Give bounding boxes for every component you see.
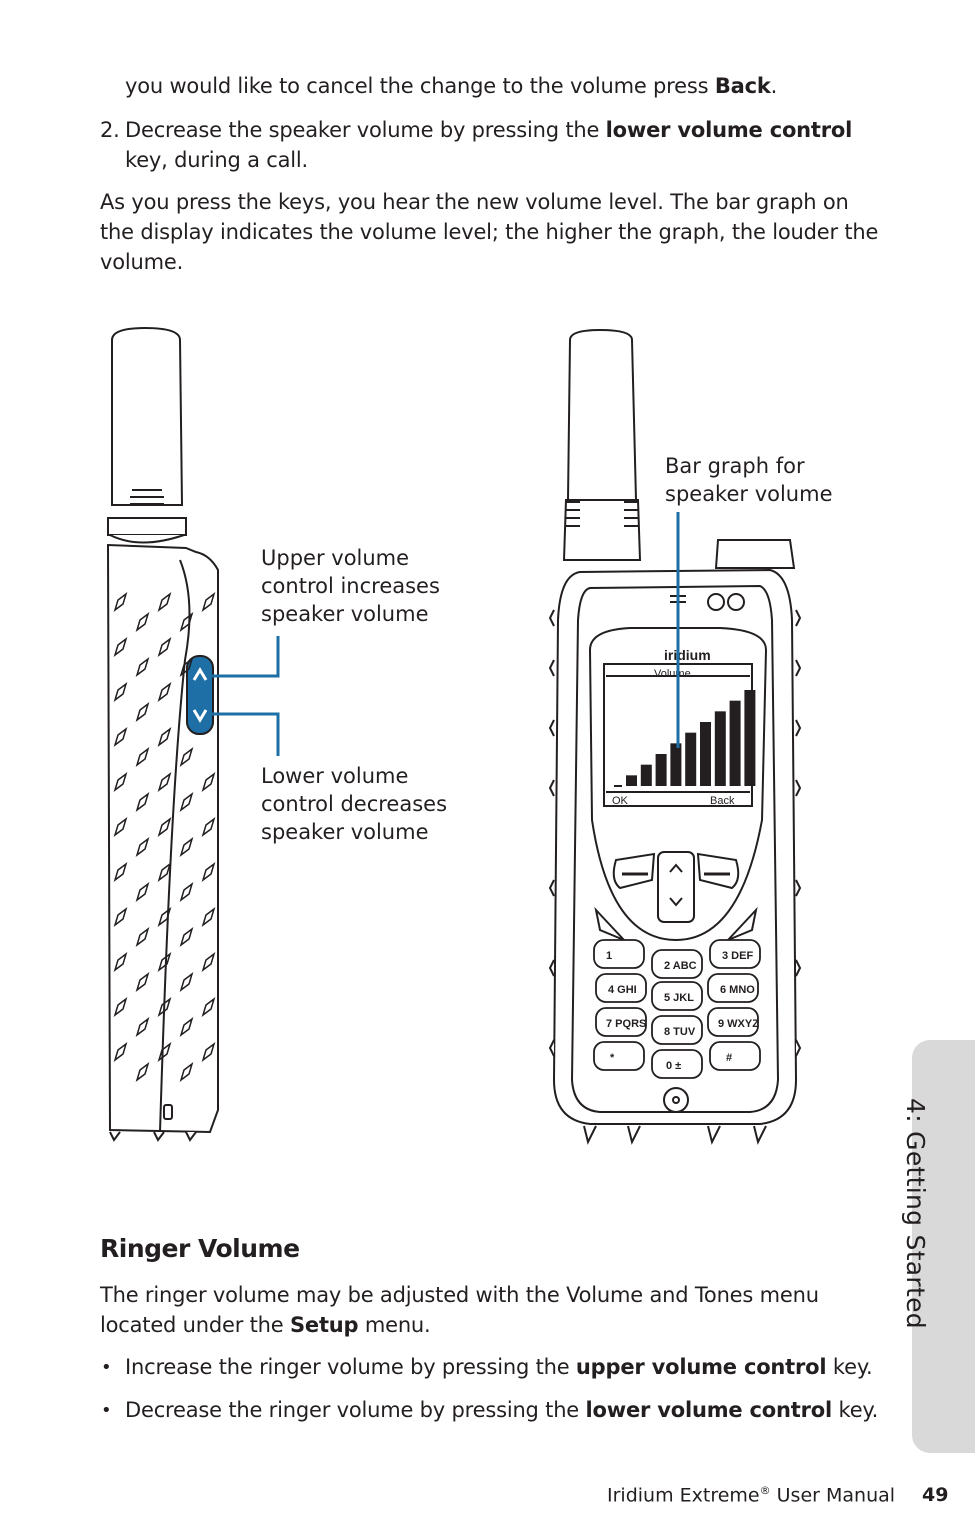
callout-lower-volume: Lower volume control decreases speaker v… [261, 764, 448, 844]
callout-upper-volume: Upper volume control increases speaker v… [261, 546, 440, 626]
page-number: 49 [922, 1484, 949, 1506]
key-6: 6 MNO [720, 984, 755, 996]
continued-line: you would like to cancel the change to t… [125, 74, 778, 98]
list-item-number: 2. [100, 118, 120, 142]
volume-bar-2 [640, 764, 652, 786]
screen-brand: iridium [664, 647, 711, 663]
screen-back: Back [710, 795, 735, 807]
key-5: 5 JKL [664, 992, 694, 1004]
volume-bar-1 [626, 775, 637, 786]
key-7: 7 PQRS [606, 1018, 646, 1030]
key-1: 1 [606, 950, 612, 962]
paragraph-line: volume. [100, 250, 184, 274]
footer-title: Iridium Extreme® User Manual [607, 1484, 896, 1507]
volume-bar-graph [614, 690, 756, 787]
key-3: 3 DEF [722, 950, 753, 962]
key-2: 2 ABC [664, 960, 697, 972]
key-9: 9 WXYZ [718, 1018, 759, 1030]
callout-bar-graph: Bar graph for speaker volume [665, 454, 833, 506]
bullet-glyph: • [101, 1400, 112, 1421]
phone-side-view-illustration [106, 326, 219, 1142]
list-item: Increase the ringer volume by pressing t… [125, 1355, 873, 1379]
key-star: * [610, 1052, 615, 1064]
callout-leader-lines [208, 636, 280, 756]
paragraph-line: the display indicates the volume level; … [100, 220, 879, 244]
paragraph-line: The ringer volume may be adjusted with t… [100, 1283, 819, 1307]
list-item-2: Decrease the speaker volume by pressing … [125, 118, 853, 142]
chapter-tab-label: 4: Getting Started [901, 1098, 930, 1329]
volume-bar-4 [670, 743, 682, 786]
list-item-2-cont: key, during a call. [125, 148, 309, 172]
paragraph-line: located under the Setup menu. [100, 1313, 431, 1337]
volume-bar-9 [744, 690, 756, 786]
paragraph-line: As you press the keys, you hear the new … [100, 190, 849, 214]
chapter-tab [912, 1040, 975, 1453]
volume-bar-8 [729, 700, 741, 786]
volume-bar-7 [714, 711, 726, 786]
key-4: 4 GHI [608, 984, 637, 996]
bullet-glyph: • [101, 1357, 112, 1378]
volume-bar-6 [700, 722, 711, 786]
key-8: 8 TUV [664, 1026, 696, 1038]
volume-bar-5 [685, 732, 697, 786]
list-item: Decrease the ringer volume by pressing t… [125, 1398, 879, 1422]
screen-title: Volume [654, 668, 691, 680]
section-heading: Ringer Volume [100, 1234, 300, 1263]
key-0: 0 ± [666, 1060, 681, 1072]
key-hash: # [726, 1052, 732, 1064]
phone-front-view-illustration: iridium Volume OK Back 1 2 ABC 3 DEF 4 G… [548, 328, 802, 1145]
screen-ok: OK [612, 795, 629, 807]
volume-bar-3 [655, 754, 667, 786]
